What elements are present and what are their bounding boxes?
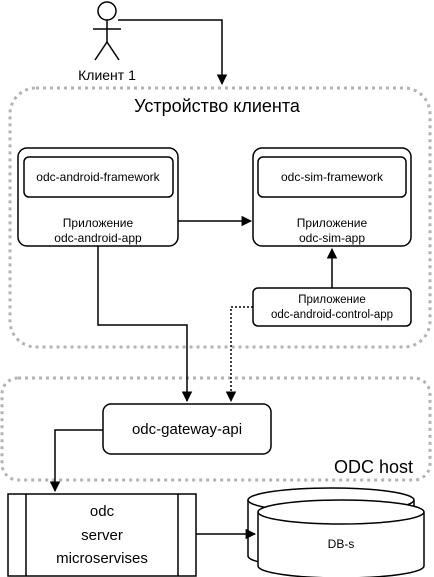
gateway-label: odc-gateway-api — [132, 421, 242, 438]
sim-app-label-line1: Приложение — [297, 216, 368, 230]
server-label-line2: server — [81, 527, 123, 544]
control-app-label-line2: odc-android-control-app — [271, 309, 393, 321]
client-device-zone — [8, 86, 432, 349]
database-icon — [247, 487, 425, 577]
actor-label: Клиент 1 — [78, 67, 136, 83]
server-microservices-box — [7, 493, 197, 577]
server-label-line1: odc — [90, 503, 115, 520]
sim-framework-label: odc-sim-framework — [281, 170, 384, 184]
edge-gateway-to-server — [49, 429, 103, 493]
database-label: DB-s — [328, 537, 355, 551]
android-framework-box — [23, 156, 174, 198]
android-framework-label: odc-android-framework — [36, 170, 160, 184]
android-app-label-line2: odc-android-app — [54, 231, 142, 245]
sim-app-label-line2: odc-sim-app — [299, 231, 365, 245]
edge-actor-to-device — [118, 19, 228, 86]
edge-android-app-to-gateway — [97, 246, 193, 403]
android-app-label-line1: Приложение — [63, 216, 134, 230]
server-label-line3: microservises — [56, 550, 148, 567]
odc-host-zone-label: ODC host — [334, 457, 413, 477]
odc-host-zone — [0, 376, 432, 482]
gateway-box — [102, 403, 272, 455]
client-device-zone-label: Устройство клиента — [134, 96, 301, 116]
control-app-label-line1: Приложение — [298, 294, 365, 306]
user-actor-icon — [93, 1, 121, 61]
sim-framework-box — [257, 156, 407, 198]
edge-control-app-to-gateway — [225, 306, 253, 403]
